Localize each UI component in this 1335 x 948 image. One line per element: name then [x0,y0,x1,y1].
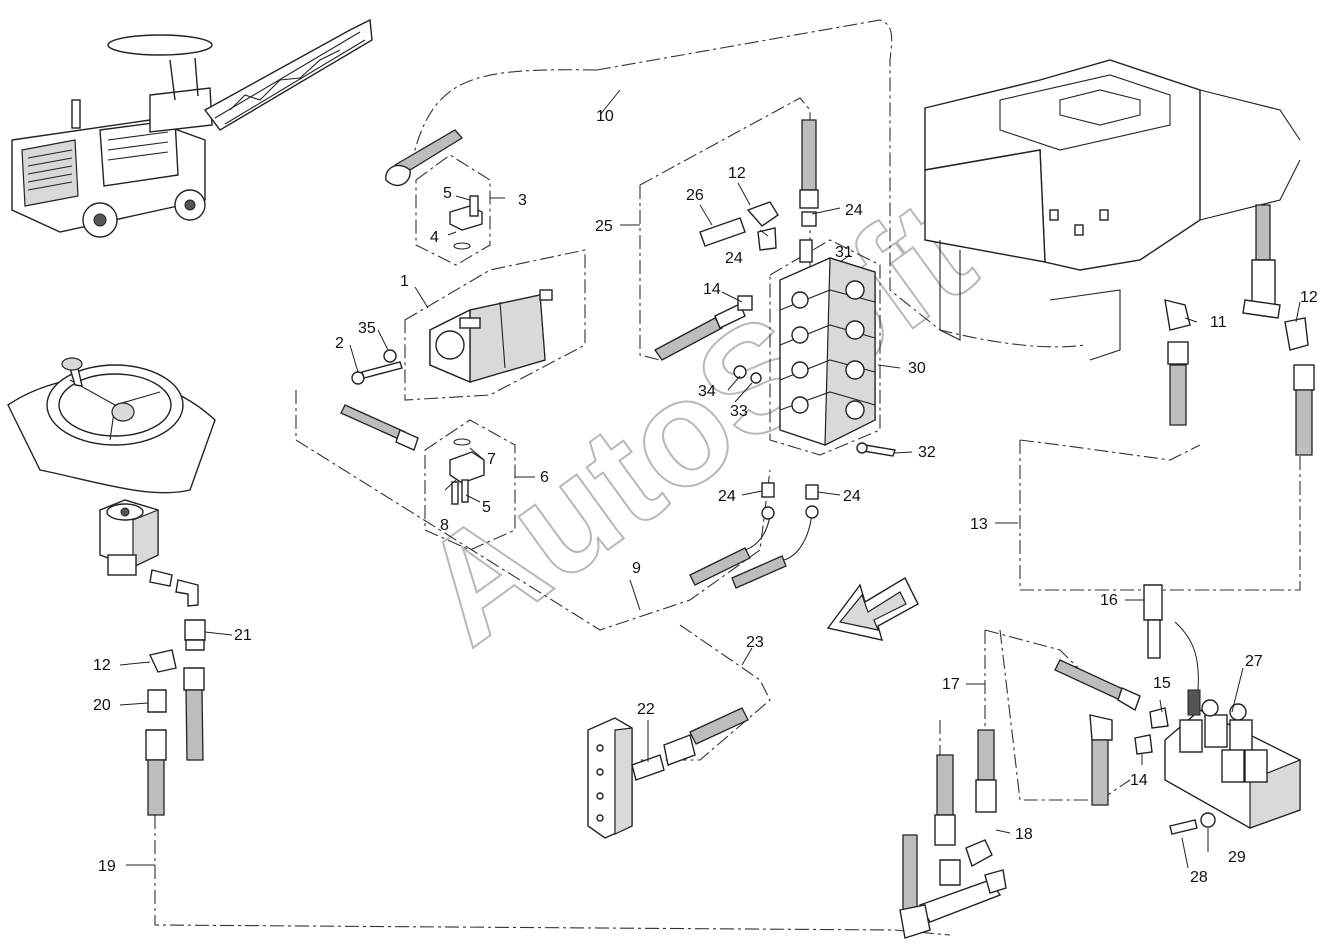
callout-10: 10 [596,108,614,125]
callout-24-b: 24 [725,250,743,267]
callout-28: 28 [1190,869,1208,886]
callout-24-a: 24 [845,202,863,219]
hoses-pump [340,129,819,589]
callout-23: 23 [746,634,764,651]
callout-5-bottom: 5 [482,499,491,516]
callout-35: 35 [358,320,376,337]
callout-26: 26 [686,187,704,204]
callout-19: 19 [98,858,116,875]
left-fittings [145,569,206,816]
callout-30: 30 [908,360,926,377]
callout-33: 33 [730,403,748,420]
machine-frame [924,59,1301,361]
right-hoses [1164,204,1315,456]
callout-14-top: 14 [703,281,721,298]
callout-3: 3 [518,192,527,209]
callout-25: 25 [595,218,613,235]
callout-18: 18 [1015,826,1033,843]
callout-16: 16 [1100,592,1118,609]
bottom-fittings [899,729,1007,939]
callout-5-top: 5 [443,185,452,202]
callout-11: 11 [1210,314,1227,331]
flange-top [449,195,483,250]
callout-17: 17 [942,676,960,693]
callout-29: 29 [1228,849,1246,866]
callout-15: 15 [1153,675,1171,692]
bolt-washer [351,349,403,385]
milling-machine-illustration [11,18,373,238]
callout-27: 27 [1245,653,1263,670]
callout-24-c: 24 [718,488,736,505]
callout-22: 22 [637,701,655,718]
steering-unit [99,499,159,576]
callout-12-left: 12 [93,657,111,674]
callout-7: 7 [487,451,496,468]
callout-14-bottom: 14 [1130,772,1148,789]
pump-assembly [429,289,553,384]
callout-24-d: 24 [843,488,861,505]
control-valve-block [779,239,876,446]
direction-arrow [826,577,919,641]
callout-2: 2 [335,335,344,352]
solenoid-valve-block [1054,584,1301,835]
callout-labels: 1 2 3 4 5 5 6 7 8 9 10 11 12 12 12 13 14… [93,108,1318,886]
callout-12-right: 12 [1300,289,1318,306]
callout-32: 32 [918,444,936,461]
callout-20: 20 [93,697,111,714]
leader-lines [119,89,1301,869]
callout-13: 13 [970,516,988,533]
flange-bottom [449,438,485,505]
callout-21: 21 [234,627,252,644]
callout-1: 1 [400,273,409,290]
valve-fittings [654,119,896,457]
callout-34: 34 [698,383,716,400]
callout-6: 6 [540,469,549,486]
steering-wheel-illustration [7,357,216,494]
callout-31: 31 [835,244,853,261]
callout-4: 4 [430,229,439,246]
callout-9: 9 [632,560,641,577]
distribution-manifold [587,707,749,839]
callout-8: 8 [440,517,449,534]
callout-12-top: 12 [728,165,746,182]
